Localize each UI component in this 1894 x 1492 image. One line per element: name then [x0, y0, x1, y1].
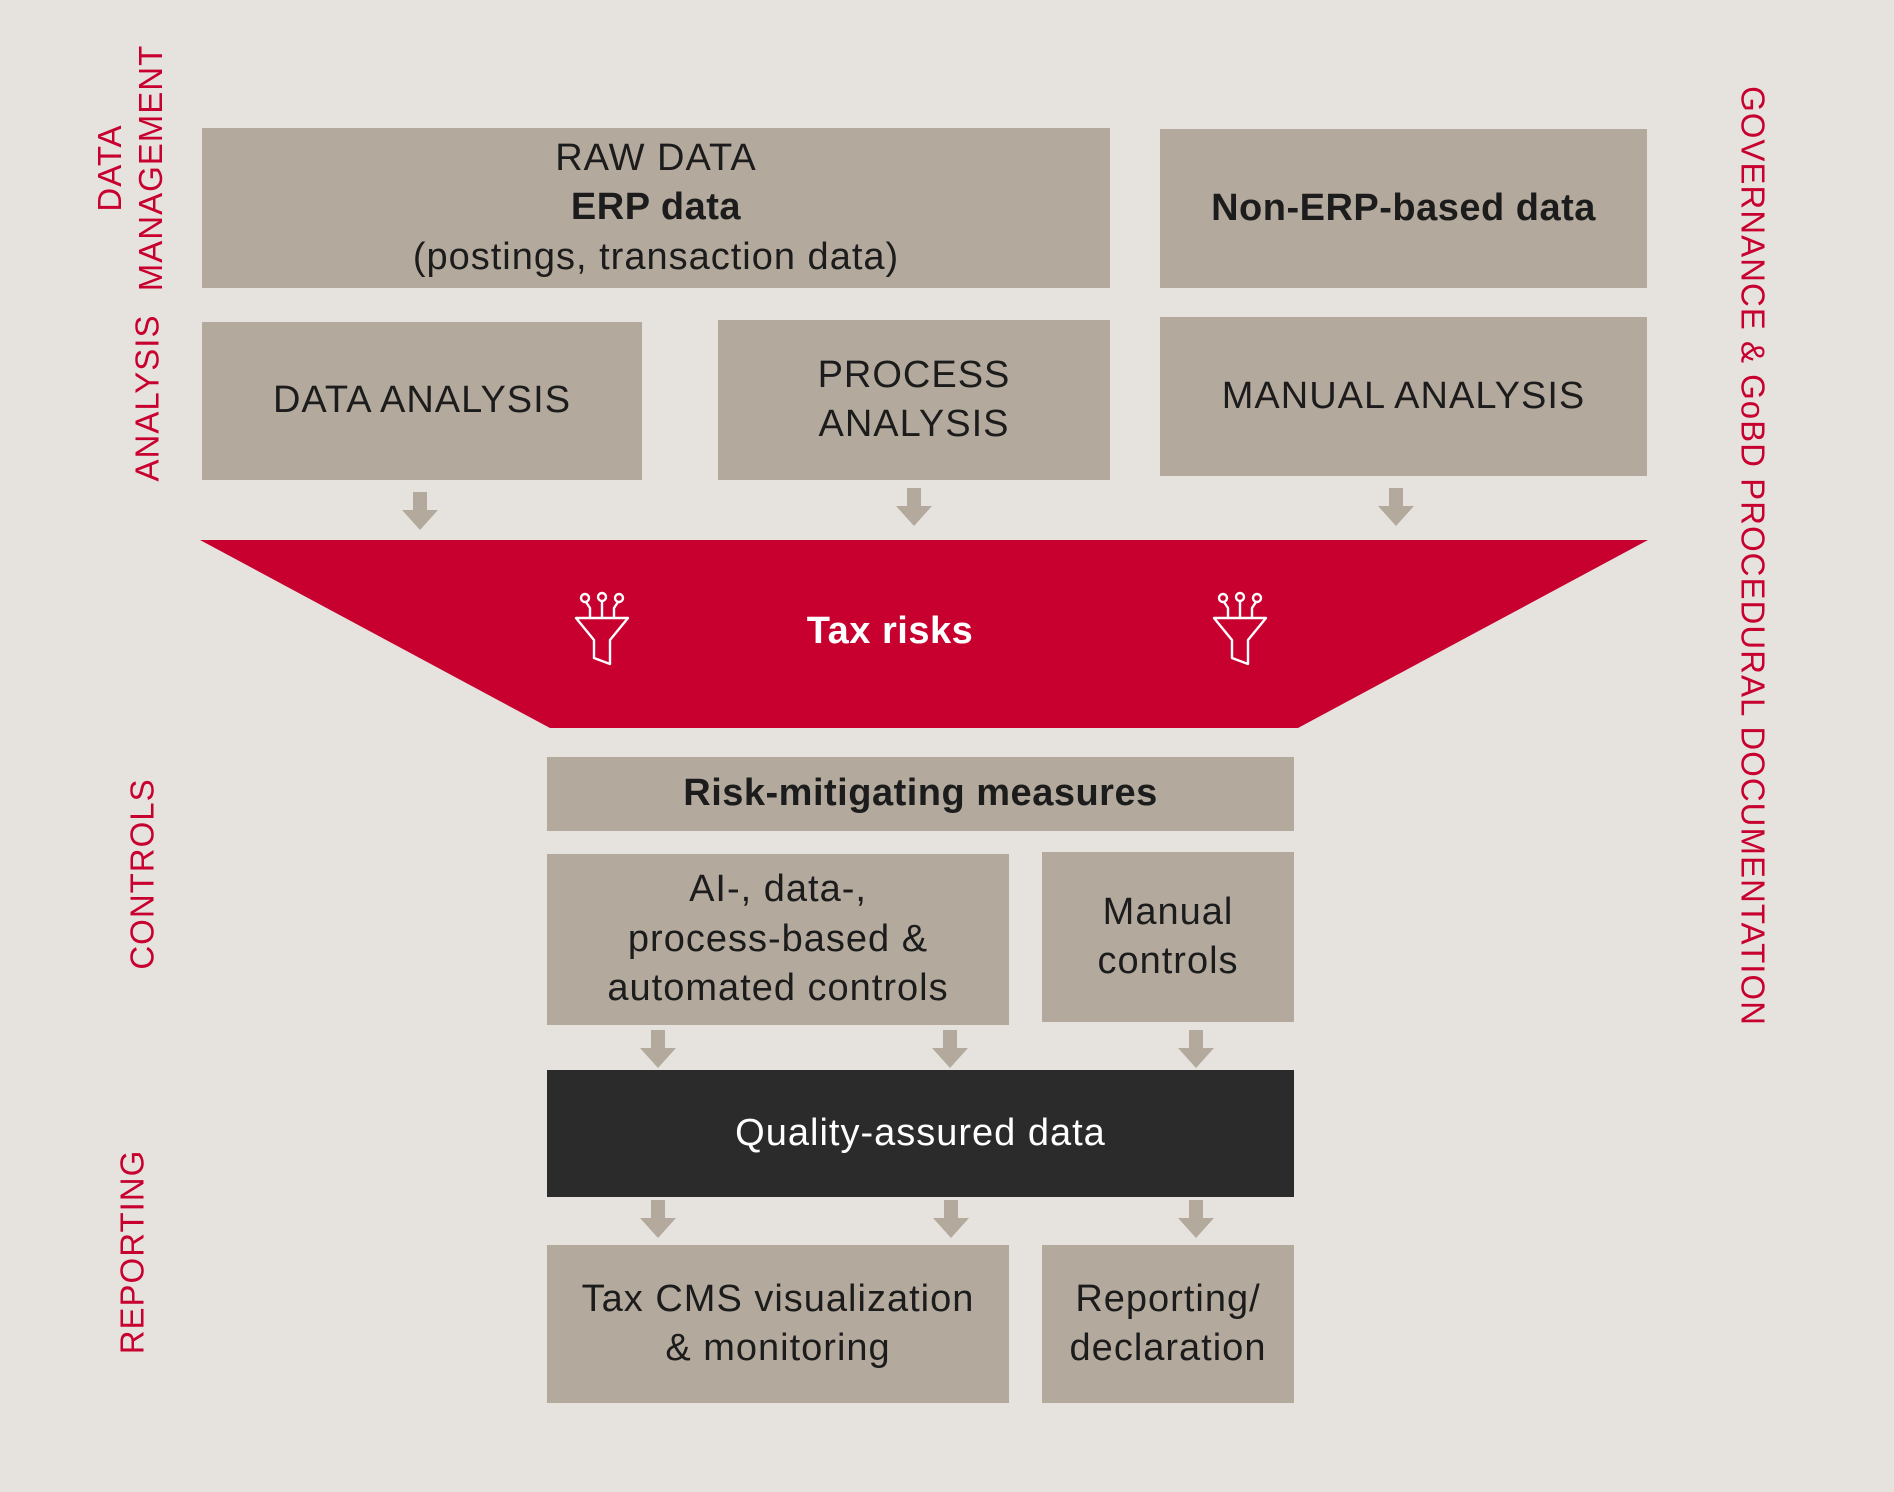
- reporting-declaration-line: declaration: [1069, 1327, 1267, 1369]
- raw-data-heading: RAW DATA: [555, 136, 757, 179]
- down-arrow-icon: [640, 1200, 676, 1238]
- visualization-monitoring-line: Tax CMS visualization: [581, 1277, 975, 1320]
- visualization-monitoring-box: Tax CMS visualization & monitoring: [547, 1245, 1009, 1403]
- non-erp-data-box: Non-ERP-based data: [1160, 129, 1647, 288]
- risk-mitigating-heading: Risk-mitigating measures: [683, 772, 1158, 815]
- funnel-icon: [572, 588, 632, 673]
- data-analysis-box: DATA ANALYSIS: [202, 322, 642, 480]
- manual-controls-line: controls: [1097, 940, 1239, 982]
- risk-mitigating-heading-box: Risk-mitigating measures: [547, 757, 1294, 831]
- down-arrow-icon: [896, 488, 932, 526]
- automated-controls-line: process-based &: [627, 917, 929, 960]
- reporting-declaration-line: Reporting/: [1075, 1277, 1261, 1320]
- non-erp-data-label: Non-ERP-based data: [1211, 186, 1596, 229]
- manual-controls-line: Manual: [1102, 890, 1234, 933]
- automated-controls-box: AI-, data-, process-based & automated co…: [547, 854, 1009, 1025]
- down-arrow-icon: [640, 1030, 676, 1068]
- manual-controls-box: Manual controls: [1042, 852, 1294, 1022]
- erp-data-detail: (postings, transaction data): [412, 235, 900, 278]
- erp-data-box: RAW DATA ERP data (postings, transaction…: [202, 128, 1110, 288]
- funnel-icon: [1210, 588, 1270, 673]
- down-arrow-icon: [1178, 1030, 1214, 1068]
- down-arrow-icon: [402, 492, 438, 530]
- process-analysis-line: ANALYSIS: [818, 403, 1010, 445]
- erp-data-title: ERP data: [570, 186, 742, 229]
- automated-controls-line: automated controls: [607, 967, 949, 1010]
- manual-analysis-label: MANUAL ANALYSIS: [1221, 374, 1586, 417]
- process-analysis-line: PROCESS: [817, 353, 1011, 396]
- down-arrow-icon: [933, 1200, 969, 1238]
- tax-risks-label: Tax risks: [806, 610, 974, 652]
- process-analysis-box: PROCESS ANALYSIS: [718, 320, 1110, 480]
- down-arrow-icon: [1178, 1200, 1214, 1238]
- data-analysis-label: DATA ANALYSIS: [272, 379, 572, 422]
- quality-assured-data-label: Quality-assured data: [735, 1111, 1106, 1154]
- down-arrow-icon: [1378, 488, 1414, 526]
- manual-analysis-box: MANUAL ANALYSIS: [1160, 317, 1647, 476]
- visualization-monitoring-line: & monitoring: [665, 1327, 891, 1369]
- down-arrow-icon: [932, 1030, 968, 1068]
- reporting-declaration-box: Reporting/ declaration: [1042, 1245, 1294, 1403]
- quality-assured-data-box: Quality-assured data: [547, 1070, 1294, 1197]
- automated-controls-line: AI-, data-,: [689, 868, 867, 911]
